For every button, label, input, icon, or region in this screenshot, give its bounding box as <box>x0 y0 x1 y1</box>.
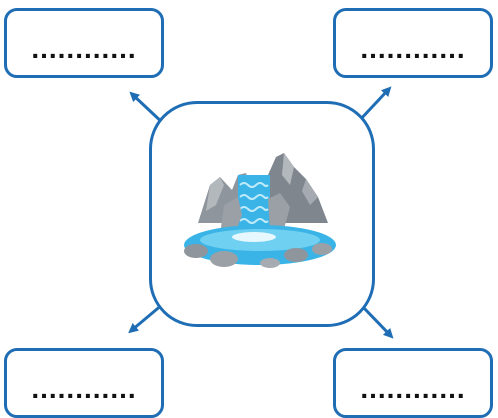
waterfall-icon <box>184 153 336 268</box>
arrow-bottom-right <box>360 304 394 339</box>
blank-bottom-left: ............ <box>31 373 137 404</box>
blank-top-right: ............ <box>360 33 466 64</box>
answer-box-bottom-right[interactable]: ............ <box>333 348 493 418</box>
blank-top-left: ............ <box>31 33 137 64</box>
answer-box-top-left[interactable]: ............ <box>4 8 164 78</box>
answer-box-bottom-left[interactable]: ............ <box>4 348 164 418</box>
blank-bottom-right: ............ <box>360 373 466 404</box>
answer-box-top-right[interactable]: ............ <box>333 8 493 78</box>
arrow-bottom-left <box>128 302 164 334</box>
